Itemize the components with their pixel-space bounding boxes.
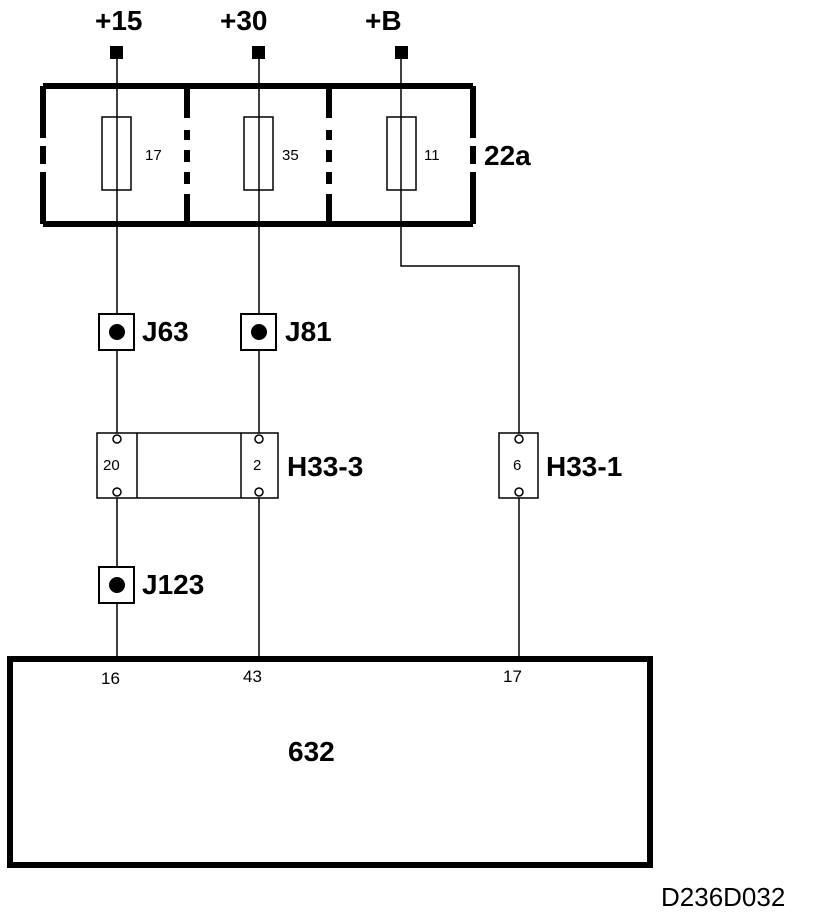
terminal-15 (110, 46, 123, 59)
terminal-b (395, 46, 408, 59)
fuse-box-label: 22a (484, 140, 531, 171)
junction-j63-label: J63 (142, 316, 189, 347)
junction-j123-label: J123 (142, 569, 204, 600)
supply-label-30: +30 (220, 5, 268, 36)
module-pin-2: 43 (243, 667, 262, 686)
fuse-3-rating: 11 (424, 147, 440, 164)
junction-j123-dot (109, 577, 125, 593)
connector-h33-3 (96, 432, 279, 499)
terminal-30 (252, 46, 265, 59)
supply-label-15: +15 (95, 5, 143, 36)
junction-j81-label: J81 (285, 316, 332, 347)
module-632 (7, 656, 653, 868)
module-label: 632 (288, 736, 335, 767)
connector-h33-1 (498, 432, 539, 499)
junction-j81-dot (251, 324, 267, 340)
fuse-2-rating: 35 (282, 147, 299, 164)
connector-h33-3-pin-b: 2 (253, 457, 261, 474)
fuse-1-rating: 17 (145, 147, 162, 164)
module-pin-3: 17 (503, 667, 522, 686)
connector-h33-1-pin: 6 (513, 457, 521, 474)
supply-label-b: +B (365, 5, 402, 36)
junction-j63-dot (109, 324, 125, 340)
connector-h33-3-pin-a: 20 (103, 457, 120, 474)
drawing-code: D236D032 (661, 882, 785, 912)
module-pin-1: 16 (101, 669, 120, 688)
wires (116, 59, 520, 657)
connector-h33-3-label: H33-3 (287, 451, 363, 482)
connector-h33-1-label: H33-1 (546, 451, 622, 482)
